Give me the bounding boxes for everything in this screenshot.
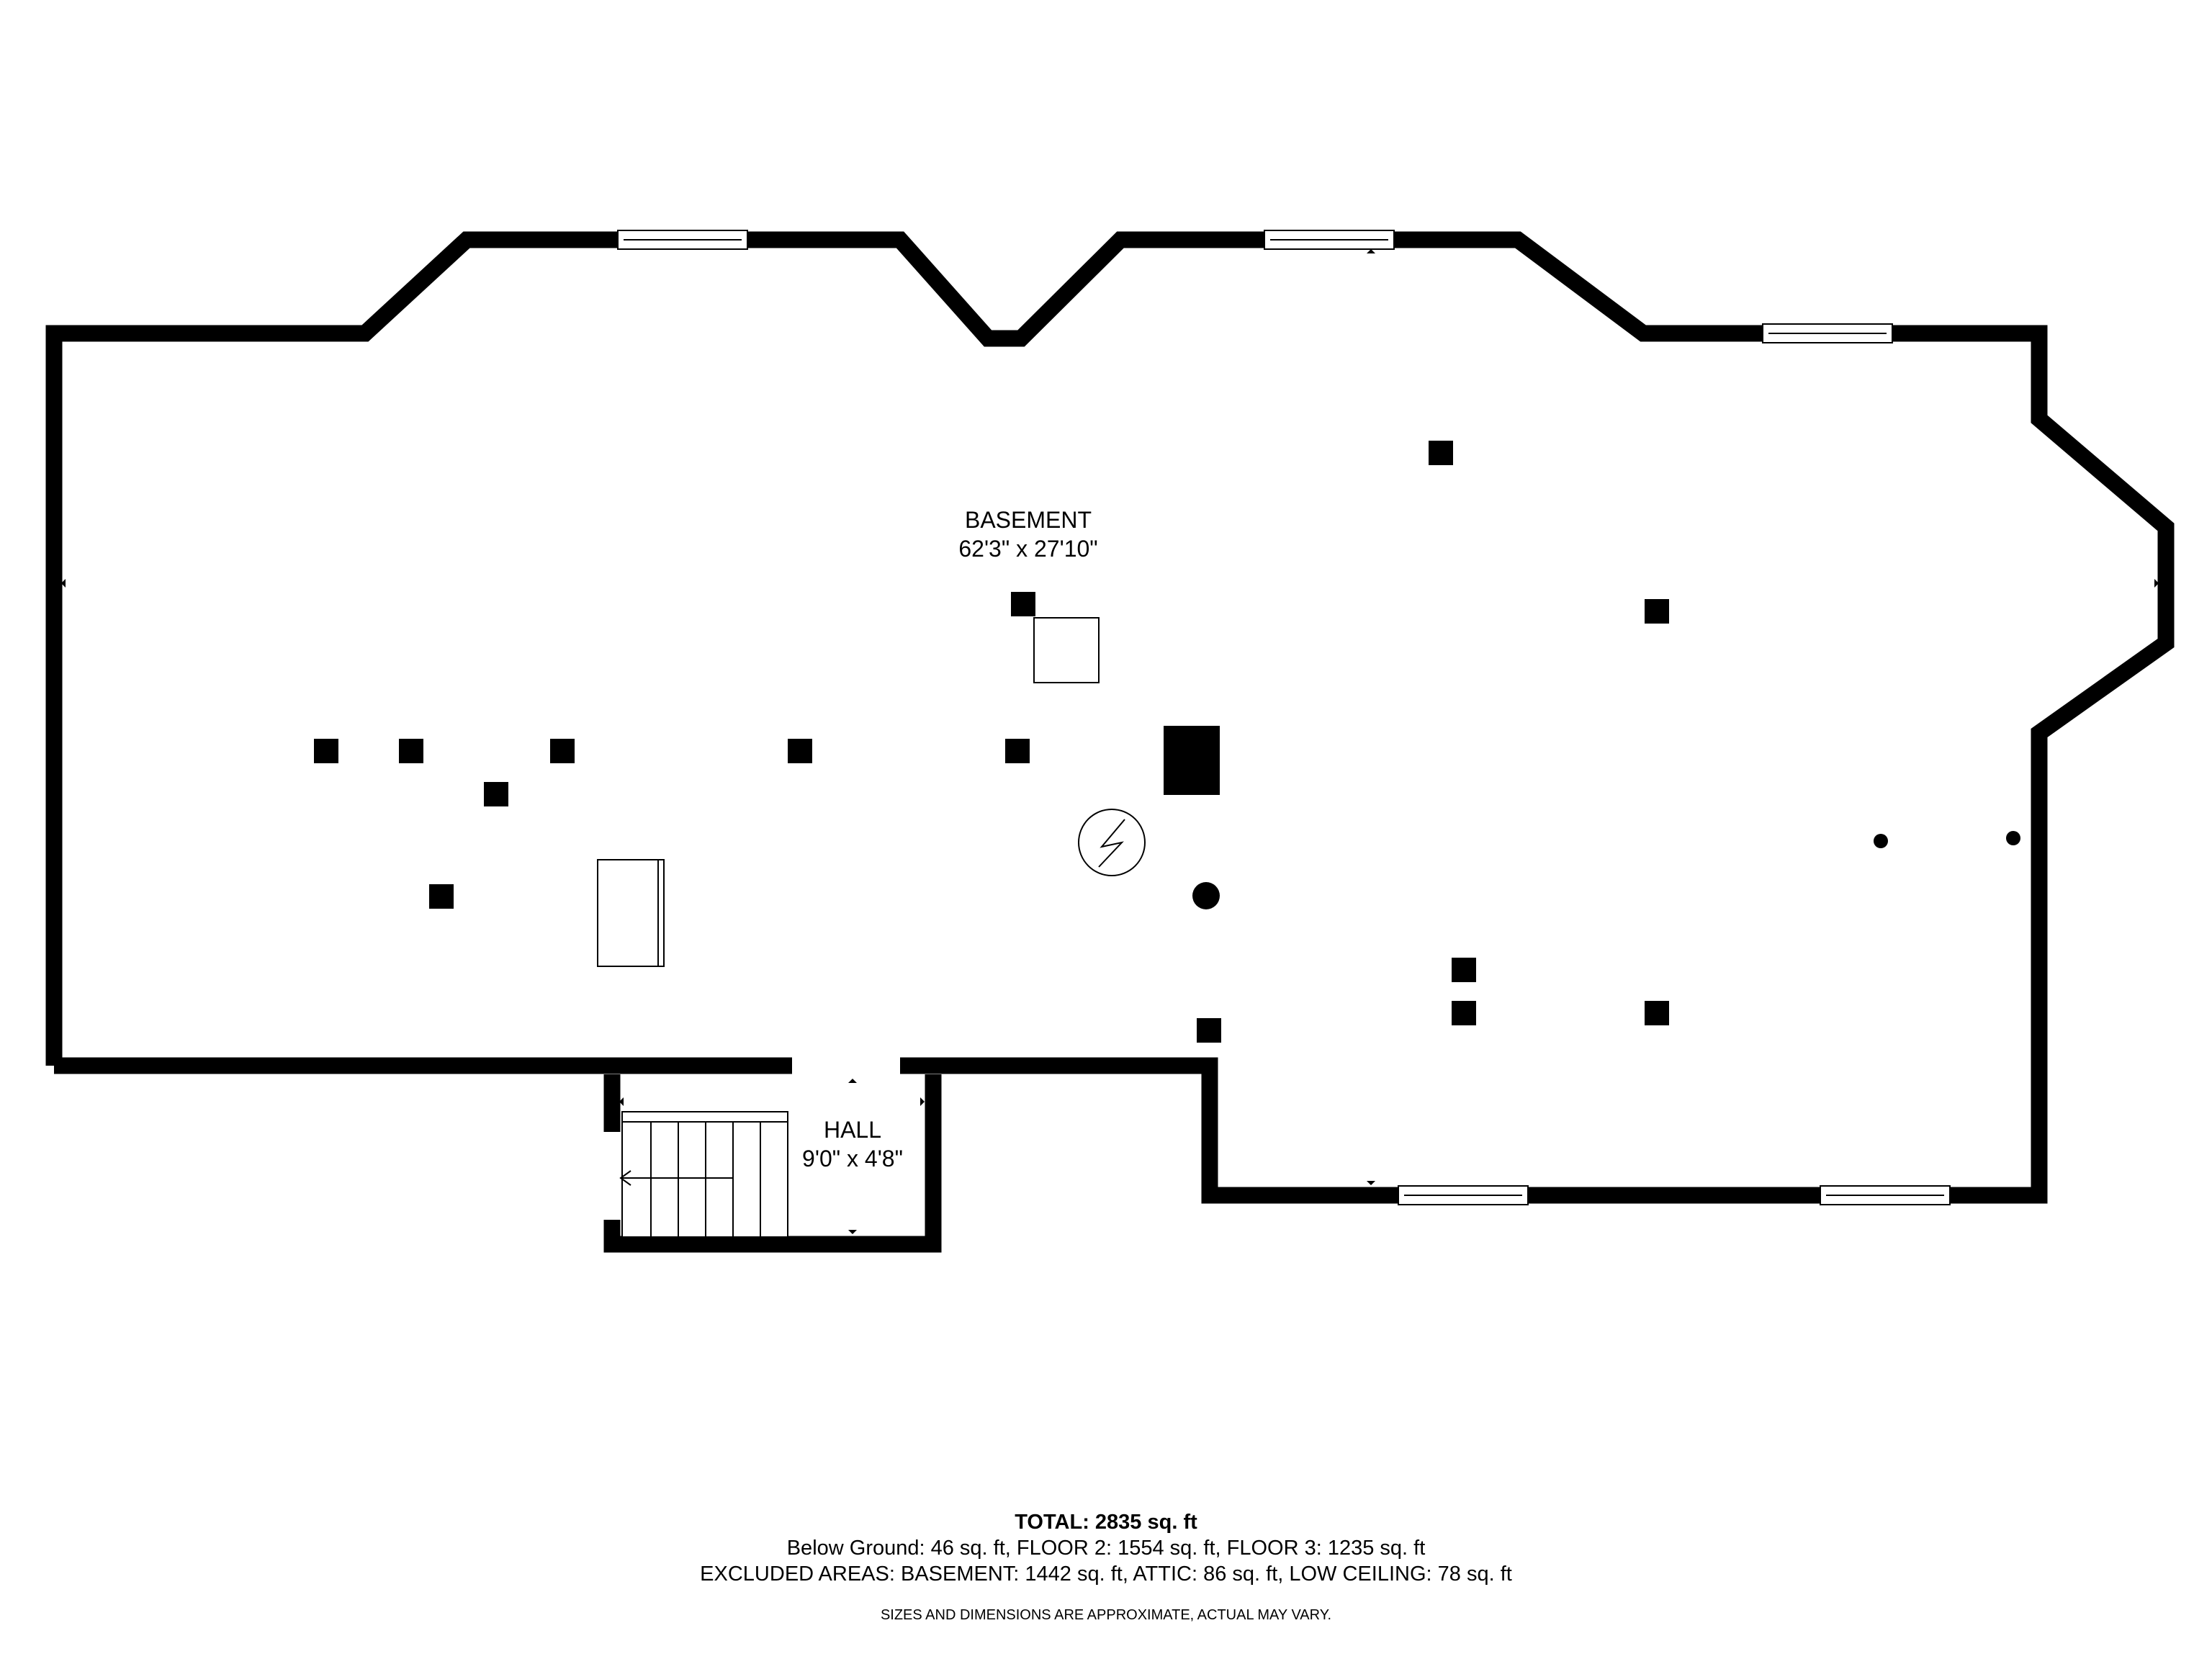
column — [1005, 739, 1030, 763]
furnace — [1164, 726, 1220, 795]
column — [1645, 1001, 1669, 1025]
total-area: TOTAL: 2835 sq. ft — [1015, 1511, 1197, 1534]
wall-marker — [848, 1079, 857, 1083]
disclaimer: SIZES AND DIMENSIONS ARE APPROXIMATE, AC… — [880, 1607, 1332, 1623]
column — [399, 739, 423, 763]
window-top-2 — [1264, 230, 1395, 250]
excluded-areas: EXCLUDED AREAS: BASEMENT: 1442 sq. ft, A… — [700, 1563, 1512, 1586]
room-dimensions-basement: 62'3" x 27'10" — [958, 536, 1097, 562]
column — [1452, 1001, 1476, 1025]
column — [788, 739, 812, 763]
support-columns — [314, 441, 1669, 1043]
room-name-basement: BASEMENT — [965, 507, 1092, 533]
wall-marker — [2154, 579, 2159, 588]
fixture-square — [1033, 617, 1100, 683]
column — [314, 739, 338, 763]
water-heater-icon — [1192, 882, 1220, 909]
column — [1011, 592, 1035, 616]
window-bottom-1 — [1398, 1185, 1529, 1205]
wall-marker — [61, 579, 66, 588]
column — [550, 739, 575, 763]
column — [1429, 441, 1453, 465]
column — [1197, 1018, 1221, 1043]
wall-marker — [619, 1097, 624, 1106]
pipe-icon — [1874, 834, 1888, 848]
appliance — [597, 859, 665, 967]
room-dimensions-hall: 9'0" x 4'8" — [802, 1146, 903, 1172]
wall-marker — [1367, 1181, 1375, 1185]
room-name-hall: HALL — [824, 1117, 881, 1143]
wall-marker — [848, 1230, 857, 1234]
stairs — [619, 1111, 788, 1238]
column — [429, 884, 454, 909]
electrical-panel-icon — [1078, 809, 1146, 876]
window-top-1 — [617, 230, 748, 250]
pipe-icon — [2006, 831, 2020, 845]
column — [1452, 958, 1476, 982]
window-top-3 — [1762, 323, 1893, 343]
wall-marker — [920, 1097, 925, 1106]
wall-marker — [1367, 249, 1375, 253]
column — [484, 782, 508, 806]
hall-opening — [603, 1132, 621, 1220]
window-bottom-2 — [1820, 1185, 1951, 1205]
column — [1645, 599, 1669, 624]
basement-wall — [45, 231, 2175, 1204]
area-breakdown: Below Ground: 46 sq. ft, FLOOR 2: 1554 s… — [786, 1537, 1426, 1560]
